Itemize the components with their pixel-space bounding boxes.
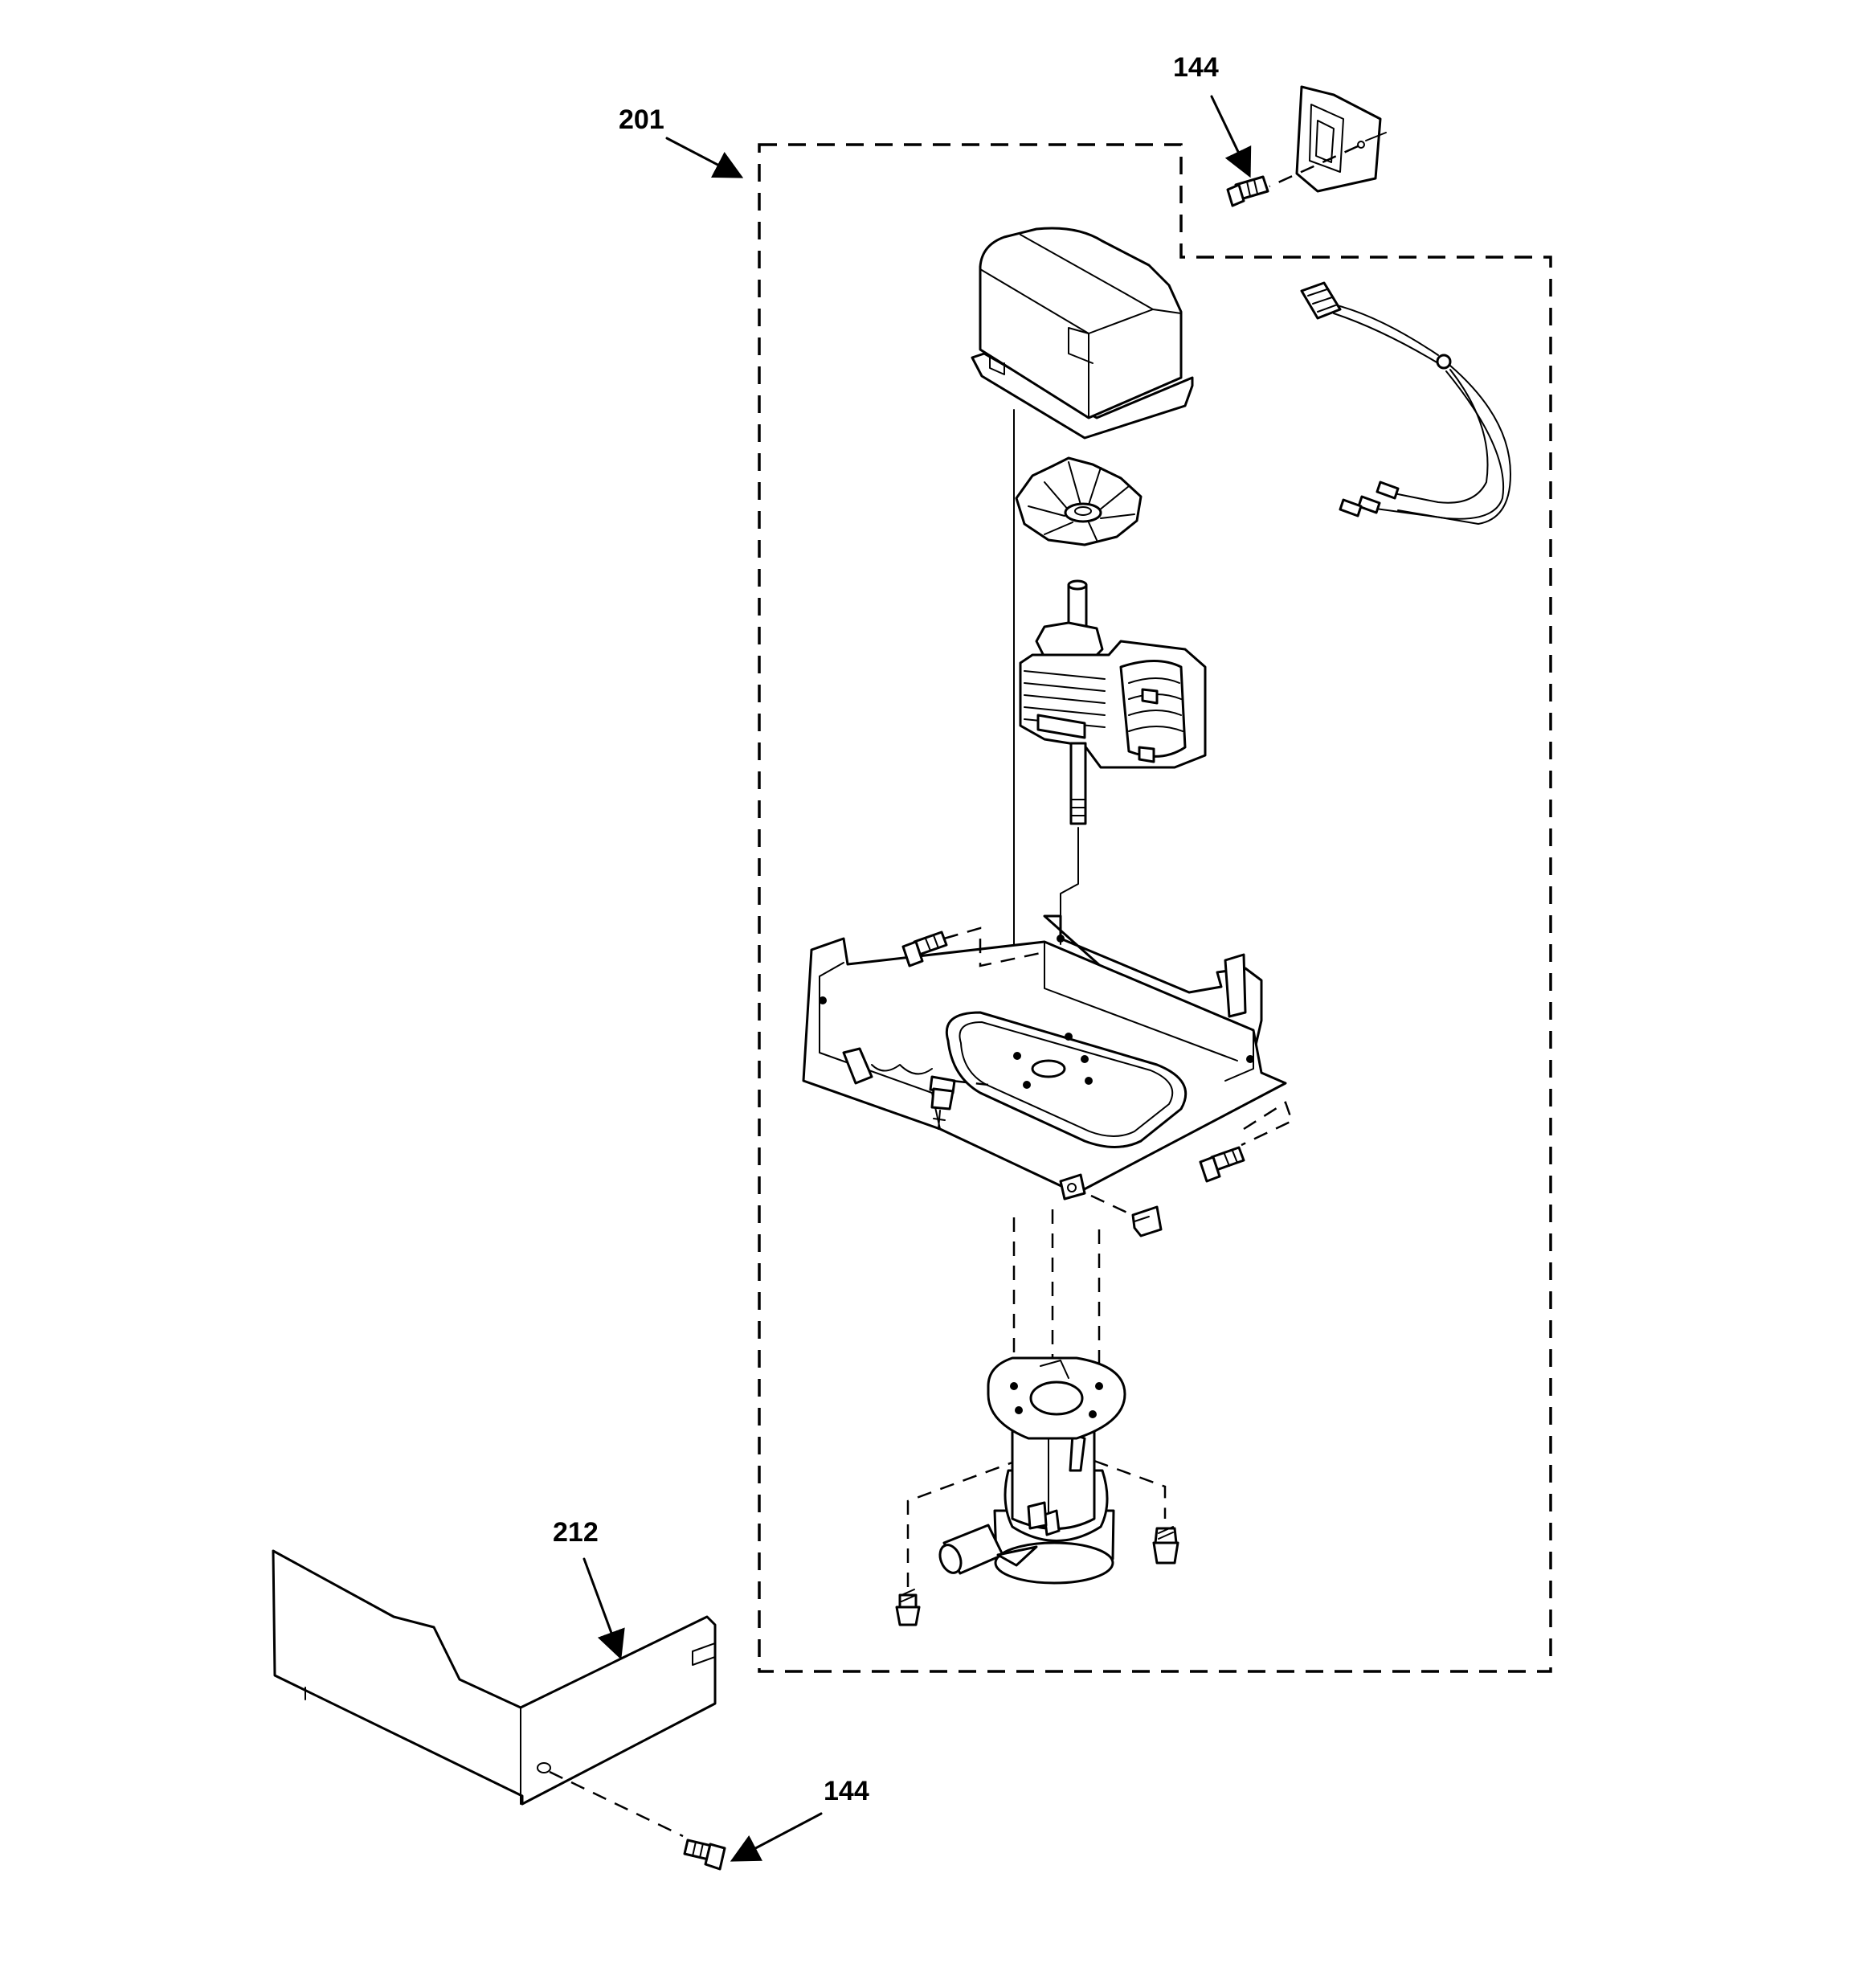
callout-212: 212 (553, 1517, 625, 1660)
pump-alignment-dashes (1012, 1209, 1101, 1382)
panel-screw-dash (549, 1770, 684, 1838)
wall-bracket (1295, 85, 1387, 193)
cover-panel (272, 1549, 717, 1806)
leader-arrow-144-bottom (730, 1812, 823, 1862)
callout-label-144-top: 144 (1173, 52, 1219, 83)
pump-assembly (938, 1356, 1126, 1585)
clip (1090, 1194, 1163, 1237)
callout-label-212: 212 (553, 1517, 599, 1548)
fan-motor (1019, 579, 1207, 825)
screw-144-top (1226, 175, 1269, 207)
screw-144-bottom (683, 1839, 726, 1871)
callout-label-201: 201 (619, 104, 664, 135)
leader-arrow-201 (665, 137, 744, 178)
bracket-screw-left (929, 1075, 989, 1130)
motor-cover (971, 227, 1194, 440)
bracket-screw-right (1199, 1101, 1294, 1183)
callout-144-top: 144 (1173, 52, 1252, 178)
pump-screw-left (895, 1461, 1013, 1626)
mounting-bracket (802, 914, 1287, 1201)
bracket-screw-upper (901, 927, 1045, 967)
callout-144-bottom: 144 (730, 1776, 869, 1862)
leader-arrow-144-top (1210, 95, 1252, 178)
assembly-boundary (758, 143, 1552, 1673)
leader-arrow-212 (582, 1557, 625, 1660)
fan-blade (1015, 456, 1143, 546)
bracket-screw-dash (1269, 145, 1359, 188)
pump-screw-right (1093, 1459, 1179, 1565)
callout-label-144-bottom: 144 (824, 1776, 869, 1806)
wire-harness (1300, 281, 1511, 525)
callout-201: 201 (619, 104, 744, 178)
